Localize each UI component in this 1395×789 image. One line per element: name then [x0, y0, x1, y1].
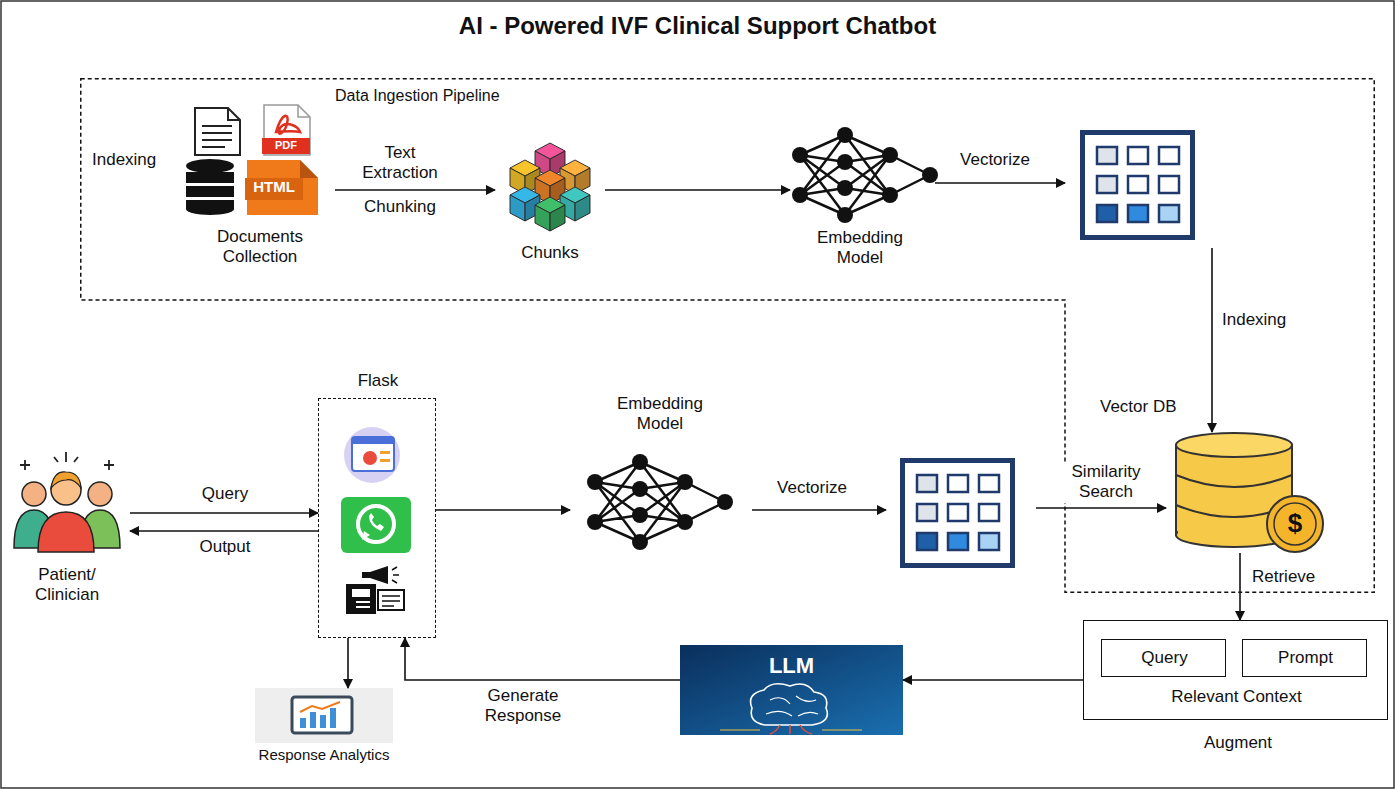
- text-anchor: Indexing: [1222, 310, 1312, 330]
- query-box: Query: [1101, 639, 1226, 677]
- node-label: Response Analytics: [255, 746, 393, 764]
- flask-panel: Flask: [318, 398, 436, 638]
- text-anchor: Response Analytics: [255, 746, 393, 764]
- connector-arrow: [1239, 553, 1241, 620]
- context-box: Relevant ContextAugmentQueryPrompt: [1083, 620, 1388, 720]
- chunks-node: Chunks: [495, 143, 605, 268]
- user-node: Patient/ Clinician: [5, 450, 130, 610]
- free-label: Vectorize: [757, 478, 867, 498]
- edge-label: Generate Response: [468, 686, 578, 727]
- text-anchor: Vectorize: [757, 478, 867, 498]
- free-label: Chunking: [345, 197, 455, 217]
- edge-label: Output: [185, 537, 265, 557]
- title-anchor: AI - Powered IVF Clinical Support Chatbo…: [0, 12, 1395, 41]
- embedding-node: Embedding Model: [790, 120, 930, 270]
- node-label: Embedding Model: [605, 394, 715, 435]
- text-anchor: HTML: [245, 178, 303, 196]
- node-label: Patient/ Clinician: [17, 565, 117, 606]
- free-label: Indexing: [92, 150, 182, 170]
- prompt-box: Prompt: [1242, 639, 1367, 677]
- free-label: Vectorize: [940, 150, 1050, 170]
- node-label: Documents Collection: [185, 227, 335, 268]
- node-label: LLM: [680, 653, 903, 679]
- diagram-title: AI - Powered IVF Clinical Support Chatbo…: [0, 12, 1395, 41]
- node-label: Embedding Model: [805, 228, 915, 269]
- connector-arrow: [347, 638, 349, 688]
- connector-arrow: [436, 509, 570, 511]
- text-anchor: Relevant Context: [1084, 687, 1389, 707]
- text-anchor: Vectorize: [940, 150, 1050, 170]
- text-anchor: $: [1280, 508, 1310, 539]
- node-label: Relevant Context: [1084, 687, 1389, 707]
- text-anchor: Vector DB: [1100, 397, 1210, 417]
- edge-label: Text Extraction: [345, 143, 455, 184]
- text-anchor: LLM: [680, 653, 903, 679]
- connector-arrow: [130, 512, 318, 514]
- node-label: Chunks: [495, 243, 605, 263]
- connector-arrow: [335, 189, 495, 191]
- text-anchor: Text Extraction: [345, 143, 455, 184]
- text-anchor: Prompt: [1243, 648, 1368, 668]
- text-anchor: Flask: [319, 371, 437, 391]
- node-label: Flask: [319, 371, 437, 391]
- free-label: Indexing: [1222, 310, 1312, 330]
- text-anchor: Query: [1102, 648, 1227, 668]
- node-label: Data Ingestion Pipeline: [335, 86, 595, 105]
- text-anchor: Augment: [1163, 733, 1313, 753]
- free-label: PDF: [262, 139, 310, 152]
- free-label: HTML: [245, 178, 303, 196]
- edge-label: Query: [185, 484, 265, 504]
- connector-arrow: [130, 530, 318, 532]
- analytics-node: Response Analytics: [255, 688, 393, 743]
- node-label: Prompt: [1243, 648, 1368, 668]
- text-anchor: Documents Collection: [185, 227, 335, 268]
- text-anchor: Retrieve: [1250, 567, 1340, 587]
- connector-arrow: [605, 189, 790, 191]
- free-label: $: [1280, 508, 1310, 539]
- text-anchor: Chunking: [345, 197, 455, 217]
- text-anchor: Output: [185, 537, 265, 557]
- text-anchor: Embedding Model: [805, 228, 915, 269]
- text-anchor: PDF: [262, 139, 310, 152]
- embedding-node: Embedding Model: [570, 392, 750, 552]
- text-anchor: Indexing: [92, 150, 182, 170]
- text-anchor: Chunks: [495, 243, 605, 263]
- text-anchor: Patient/ Clinician: [17, 565, 117, 606]
- text-anchor: Data Ingestion Pipeline: [335, 86, 595, 105]
- text-anchor: Query: [185, 484, 265, 504]
- node-label: Query: [1102, 648, 1227, 668]
- node-label: Vector DB: [1100, 397, 1210, 417]
- region-outline: [80, 78, 1375, 593]
- free-label: Similarity Search: [1056, 462, 1156, 503]
- node-label: Augment: [1163, 733, 1313, 753]
- text-anchor: Embedding Model: [605, 394, 715, 435]
- connector-arrow: [405, 638, 680, 680]
- connector-arrow: [903, 679, 1083, 681]
- text-anchor: Generate Response: [468, 686, 578, 727]
- pipeline-region: Data Ingestion PipelineDocuments Collect…: [80, 78, 1375, 593]
- llm-box: LLM: [680, 645, 903, 735]
- edge-label: Retrieve: [1250, 567, 1317, 587]
- text-anchor: Similarity Search: [1056, 462, 1156, 503]
